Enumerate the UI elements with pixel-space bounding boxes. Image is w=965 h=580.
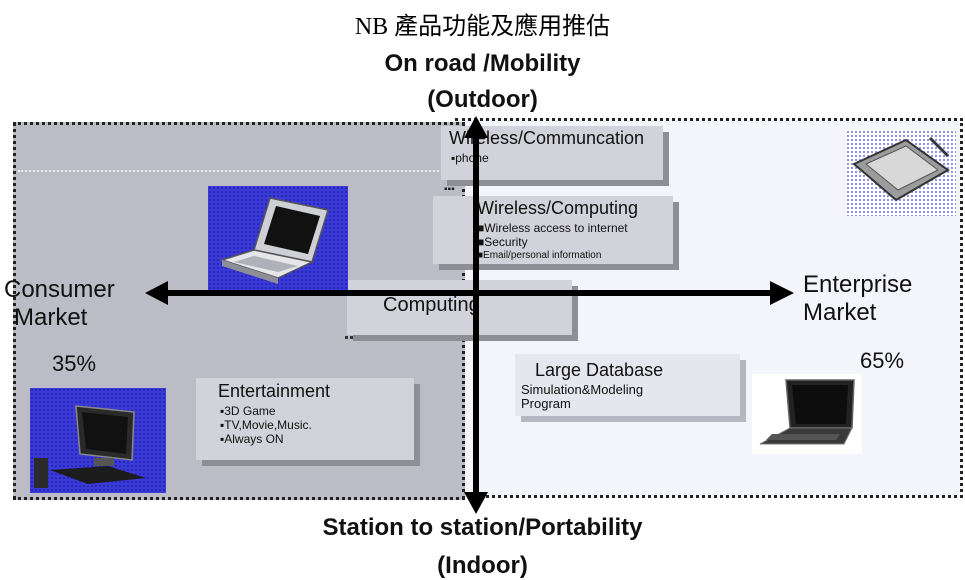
entertainment-item-tv-movie: ▪TV,Movie,Music. (220, 418, 312, 432)
large-database-title: Large Database (535, 360, 664, 380)
page-title: NB 產品功能及應用推估 (354, 14, 611, 40)
large-database-item-program: Program (521, 396, 571, 411)
entertainment-item-always-on: ▪Always ON (220, 432, 284, 446)
computing-dotted-line (345, 336, 455, 339)
tablet-pc-icon (846, 130, 956, 216)
laptop-open-icon (208, 186, 348, 290)
bottom-axis-label-line1: Station to station/Portability (322, 514, 643, 541)
consumer-market-label: Consumer Market (4, 276, 115, 332)
wireless-computing-item-internet: ■Wireless access to internet (477, 221, 628, 235)
large-database-box: Large Database Simulation&Modeling Progr… (515, 354, 740, 416)
wireless-communication-title: Wireless/Communcation (449, 128, 645, 148)
enterprise-market-percentage: 65% (860, 348, 905, 373)
down-arrowhead-icon (464, 492, 488, 514)
computing-box: Computing (347, 280, 572, 335)
wireless-communication-item: ▪phone (451, 151, 489, 165)
top-axis-label-line2: (Outdoor) (427, 86, 538, 113)
wireless-computing-item-email: ■Email/personal information (477, 250, 602, 261)
top-axis-label-line1: On road /Mobility (384, 50, 581, 77)
consumer-market-line2: Market (14, 304, 88, 331)
enterprise-market-label: Enterprise Market (803, 271, 912, 327)
large-database-item-simulation: Simulation&Modeling (521, 382, 644, 397)
consumer-market-line1: Consumer (4, 276, 115, 303)
entertainment-box: Entertainment ▪3D Game ▪TV,Movie,Music. … (196, 378, 414, 460)
wireless-computing-title: Wireless/Computing (477, 198, 639, 218)
desktop-computer-icon (30, 388, 166, 493)
right-arrowhead-icon (770, 281, 794, 305)
consumer-market-percentage: 35% (52, 351, 97, 376)
computing-title: Computing (383, 294, 480, 316)
wireless-computing-item-security: ■Security (477, 235, 528, 249)
wireless-communication-ellipsis: ▪▪▪ (444, 184, 455, 195)
panel-divider-line (18, 170, 458, 172)
enterprise-market-line1: Enterprise (803, 271, 913, 298)
up-arrowhead-icon (464, 116, 488, 138)
entertainment-item-3d-game: ▪3D Game (220, 404, 276, 418)
enterprise-market-line2: Market (803, 299, 877, 326)
entertainment-title: Entertainment (218, 381, 331, 401)
bottom-axis-label-line2: (Indoor) (437, 552, 528, 579)
wireless-computing-box: Wireless/Computing ■Wireless access to i… (433, 196, 673, 264)
left-arrowhead-icon (145, 281, 168, 305)
laptop-black-icon (752, 374, 862, 454)
